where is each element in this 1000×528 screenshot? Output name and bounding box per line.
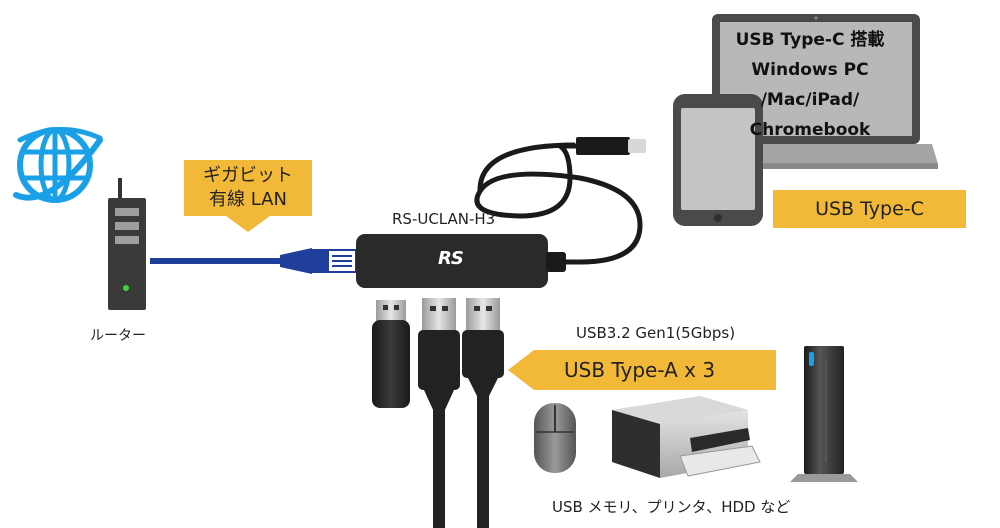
usb-stick-icon	[372, 300, 410, 408]
usb-a-plug-icon	[418, 298, 460, 528]
laptop-text-line1: USB Type-C 搭載	[735, 30, 885, 50]
usb-c-cable	[474, 137, 646, 265]
globe-icon	[13, 127, 103, 203]
hub-logo: RS	[438, 248, 464, 269]
printer-icon	[612, 396, 761, 478]
usb-type-a-label: USB Type-A x 3	[564, 358, 716, 382]
router-label: ルーター	[90, 328, 146, 344]
usb-type-c-callout: USB Type-C	[773, 190, 966, 228]
laptop-screen-text: USB Type-C 搭載 Windows PC /Mac/iPad/ Chro…	[720, 25, 900, 145]
devices-label: USB メモリ、プリンタ、HDD など	[552, 498, 791, 516]
hdd-icon	[790, 346, 858, 482]
usb-a-callout-arrow	[508, 350, 776, 390]
usb-a-plug-icon	[462, 298, 504, 528]
laptop-text-line2: Windows PC	[751, 60, 869, 80]
product-model-label: RS-UCLAN-H3	[392, 210, 496, 228]
tablet-icon	[673, 94, 763, 226]
lan-callout-line2: 有線 LAN	[209, 189, 287, 210]
mouse-icon	[534, 403, 576, 473]
lan-callout-arrow	[184, 160, 312, 232]
laptop-text-line4: Chromebook	[749, 120, 871, 140]
hub-device	[356, 234, 566, 288]
router-icon	[108, 178, 146, 310]
lan-callout-text: ギガビット 有線 LAN	[184, 164, 312, 212]
lan-cable	[150, 248, 357, 274]
usb-spec-label: USB3.2 Gen1(5Gbps)	[576, 324, 736, 342]
laptop-text-line3: /Mac/iPad/	[760, 90, 860, 110]
laptop-icon	[694, 14, 938, 169]
lan-callout-line1: ギガビット	[203, 165, 293, 186]
usb-type-c-label: USB Type-C	[815, 198, 924, 220]
